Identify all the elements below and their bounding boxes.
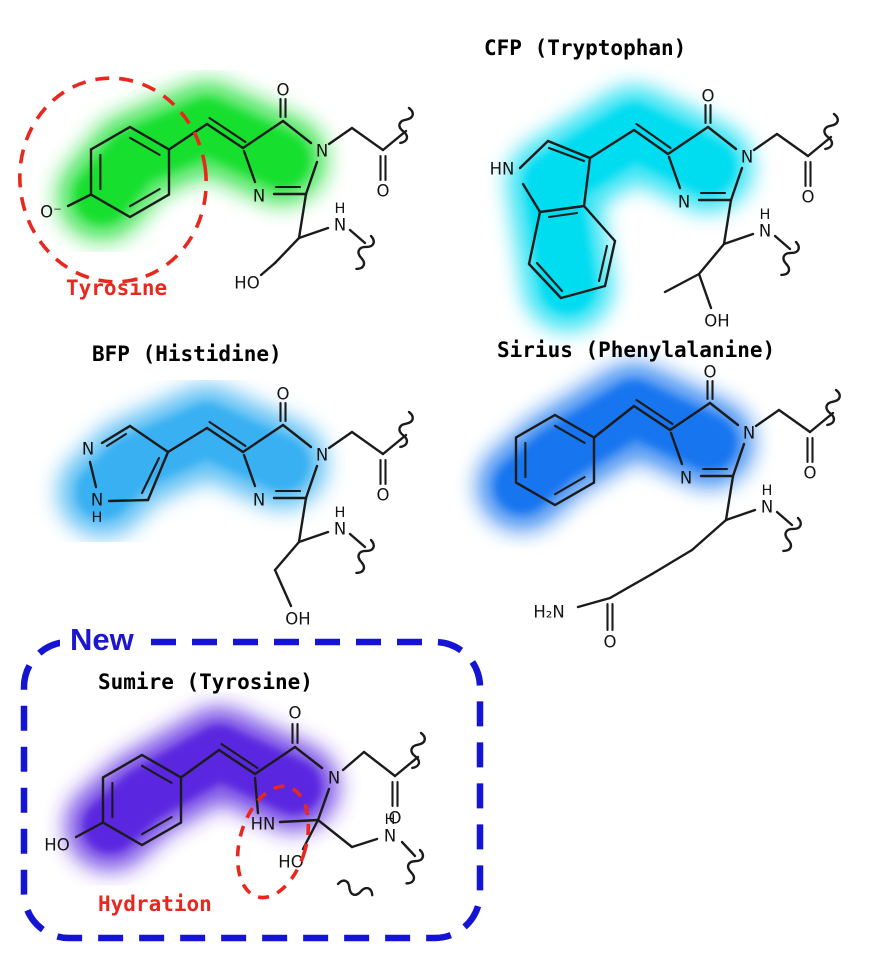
bfp-imidazole-nh-h-label: H bbox=[92, 510, 103, 526]
peptide-squiggle-icon bbox=[335, 877, 376, 902]
sirius-bonds bbox=[514, 398, 728, 632]
gfp-serine-ho-label: HO bbox=[234, 274, 259, 293]
sumire-hydrate-ho-label: HO bbox=[278, 853, 303, 872]
sumire-ring-hn-label: HN bbox=[251, 815, 276, 834]
sumire-ring-n-label: N bbox=[328, 769, 340, 788]
gfp-glow-core bbox=[75, 99, 309, 223]
bfp-glow-core bbox=[76, 403, 309, 519]
gfp-phenolate-o-label: O⁻ bbox=[40, 203, 62, 222]
bfp-structure: N N H OH bbox=[82, 385, 414, 629]
tyrosine-dashed-circle bbox=[18, 76, 208, 284]
glow-layer bbox=[57, 81, 754, 871]
cfp-threonine-oh-label: OH bbox=[704, 312, 729, 331]
sirius-glow-core bbox=[495, 381, 736, 513]
sirius-title: Sirius (Phenylalanine) bbox=[497, 338, 776, 362]
cfp-structure: HN OH bbox=[490, 87, 839, 331]
tyrosine-annotation-label: Tyrosine bbox=[66, 276, 168, 300]
sumire-title: Sumire (Tyrosine) bbox=[98, 670, 313, 694]
cfp-title: CFP (Tryptophan) bbox=[484, 36, 687, 60]
gfp-bonds bbox=[66, 116, 301, 277]
new-dashed-box bbox=[20, 638, 484, 942]
hydration-annotation-label: Hydration bbox=[98, 892, 212, 916]
sumire-amide-n-label: N bbox=[384, 827, 396, 846]
cfp-indole-hn-label: HN bbox=[490, 160, 515, 179]
sumire-bonds bbox=[74, 722, 420, 858]
bfp-imidazole-nh-n-label: N bbox=[91, 491, 103, 510]
cfp-bonds bbox=[518, 122, 726, 310]
sirius-structure: O H₂N bbox=[514, 363, 841, 652]
new-annotation-label: New bbox=[60, 622, 144, 658]
sumire-structure: HO O N HN HO O H N bbox=[44, 704, 428, 902]
gfp-structure: O⁻ HO bbox=[18, 76, 414, 293]
sirius-amide-o-label: O bbox=[604, 633, 617, 652]
sumire-carbonyl-o-label: O bbox=[289, 704, 302, 723]
sumire-acyl-o-label: O bbox=[389, 809, 402, 828]
sirius-h2n-label: H₂N bbox=[533, 603, 564, 622]
bfp-bonds bbox=[88, 420, 301, 608]
bfp-title: BFP (Histidine) bbox=[92, 342, 282, 366]
sumire-phenol-ho-label: HO bbox=[44, 836, 69, 855]
bfp-serine-oh-label: OH bbox=[285, 610, 310, 629]
sumire-glow-core bbox=[83, 725, 321, 853]
bfp-imidazole-n-label: N bbox=[82, 440, 94, 459]
sumire-amide-h-label: H bbox=[385, 812, 396, 828]
hydration-dashed-circle bbox=[235, 784, 311, 900]
